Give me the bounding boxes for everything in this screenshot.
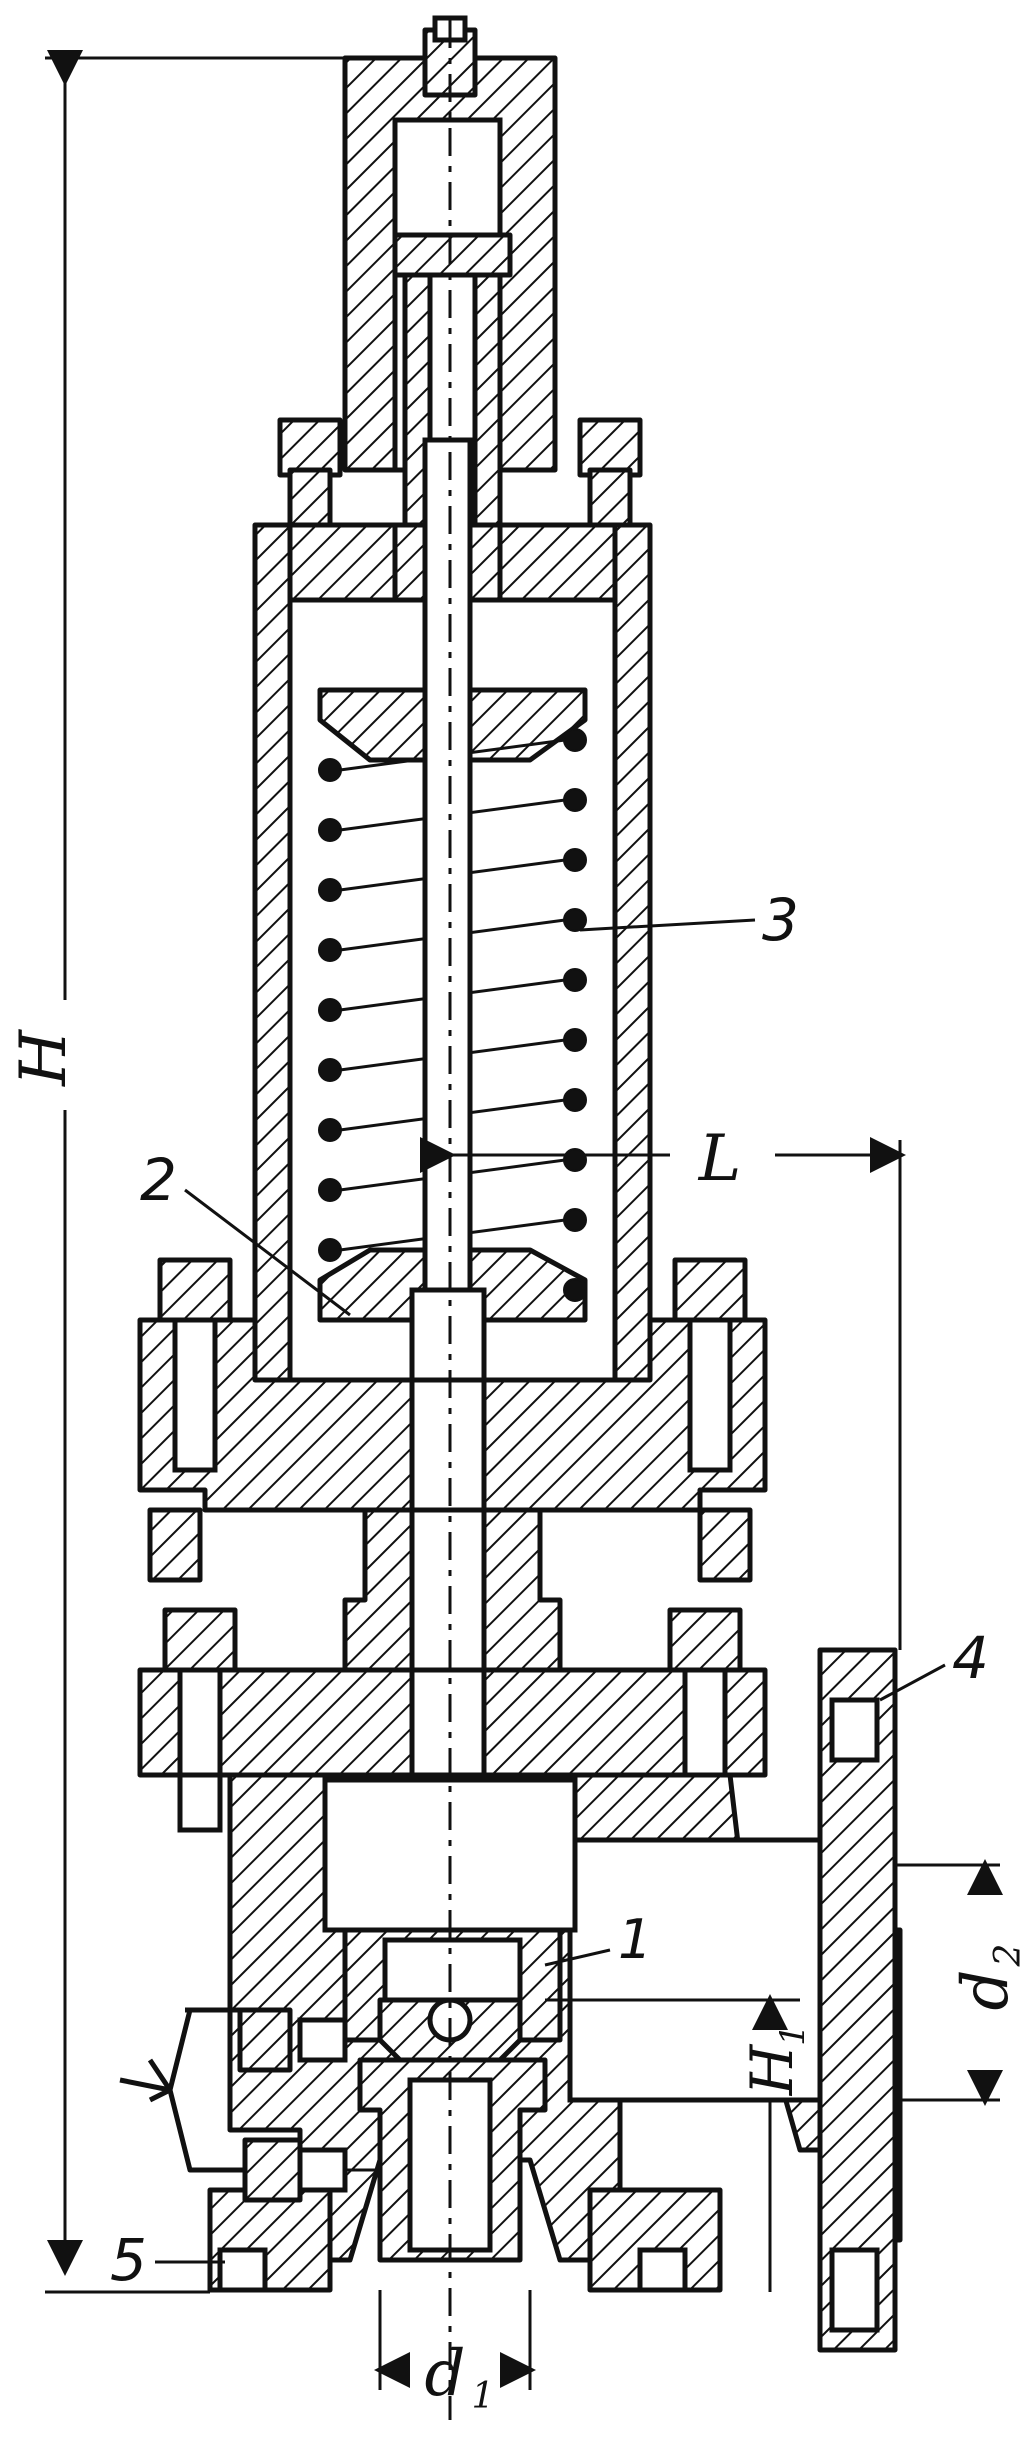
dimension-d1-subscript: 1	[472, 2376, 495, 2417]
callout-2: 2	[140, 1146, 351, 1317]
dimension-l: L	[420, 1122, 906, 1650]
callout-1-label: 1	[618, 1908, 652, 1971]
dimension-d2: d 2	[895, 1859, 1029, 2106]
callout-2-label: 2	[140, 1146, 177, 1214]
flange-bolt-upper-right	[672, 1257, 748, 1473]
callout-5: 5	[110, 2226, 225, 2294]
test-lever-assembly	[119, 2007, 380, 2203]
callout-5-label: 5	[110, 2226, 147, 2294]
inlet-flange	[207, 2187, 723, 2293]
callout-4-label: 4	[952, 1624, 989, 1692]
lower-flange	[137, 1667, 768, 1778]
dimension-d1: d 1	[374, 2290, 536, 2417]
spacer-yoke	[147, 1507, 753, 1693]
dimension-h1-label: H	[738, 2043, 806, 2096]
dimension-h: H	[7, 50, 345, 2294]
flange-bolt-lower-left	[162, 1607, 238, 1833]
outlet-flange	[817, 1647, 898, 2353]
callout-3: 3	[579, 886, 799, 954]
upper-flange	[137, 1317, 768, 1513]
flange-bolt-upper-left	[157, 1257, 233, 1473]
callout-1: 1	[544, 1908, 652, 1971]
dimension-d2-label: d	[949, 1970, 1023, 2011]
callout-4: 4	[879, 1624, 989, 1702]
dimension-d1-label: d	[425, 2337, 466, 2411]
dimension-h1-subscript: 1	[773, 2024, 813, 2046]
spring-coils-left	[318, 758, 342, 1262]
nozzle-seat	[357, 2057, 548, 2263]
callout-3-label: 3	[762, 886, 799, 954]
dimension-h1: H 1	[545, 1994, 813, 2292]
dimension-l-label: L	[698, 1122, 742, 1196]
dimension-d2-subscript: 2	[988, 1944, 1029, 1968]
dimension-h-label: H	[7, 1029, 81, 1087]
